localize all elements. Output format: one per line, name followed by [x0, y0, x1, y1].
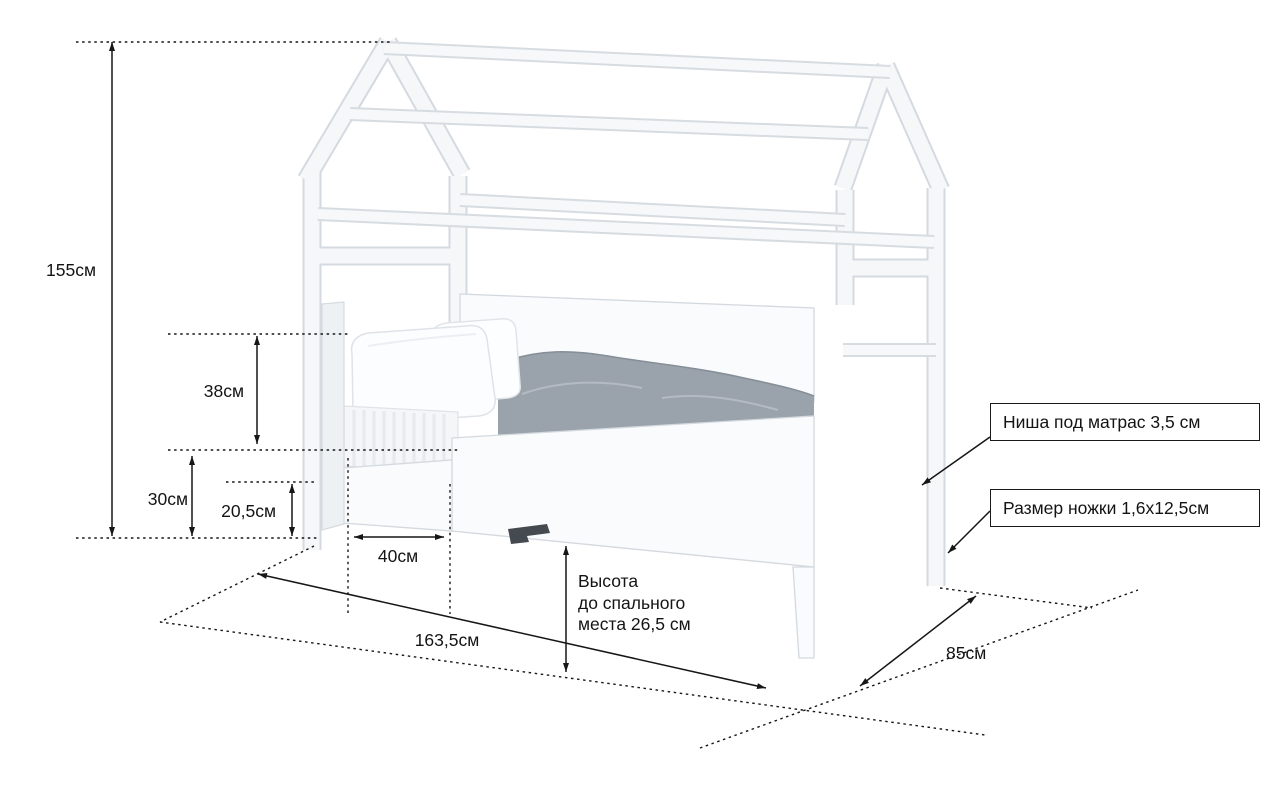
entry-low-rail [341, 459, 453, 532]
sleep-height-note-line3: места 26,5 см [578, 614, 691, 635]
front-right-leg [792, 566, 815, 659]
dimension-entry-width-label: 40см [377, 546, 419, 566]
callout-arrow-mattress-niche [921, 436, 991, 486]
bed-illustration [297, 37, 950, 659]
dimension-line-163-5 [257, 573, 767, 689]
callout-mattress-niche-box: Ниша под матрас 3,5 см [990, 403, 1260, 441]
bed-frame [297, 37, 950, 586]
callout-arrow-leg-size [947, 510, 991, 554]
pillow [350, 317, 521, 424]
dimension-lines [109, 42, 991, 689]
left-end-face [321, 301, 345, 531]
sleep-height-note-line2: до спального [578, 592, 686, 613]
dimension-rail-height-label: 38см [203, 381, 244, 401]
sleep-height-note: Высота до спального места 26,5 см [578, 571, 754, 636]
panel-bracket [508, 524, 550, 544]
dimension-line-85 [859, 595, 977, 687]
dimension-panel-bottom-label: 20,5см [221, 501, 276, 521]
dimension-depth-label: 85см [946, 643, 987, 663]
callout-leg-size-box: Размер ножки 1,6х12,5см [990, 489, 1260, 527]
dimension-base-height-label: 30см [147, 489, 188, 509]
callout-leg-size-text: Размер ножки 1,6х12,5см [1003, 497, 1210, 518]
dimension-total-height-label: 155см [46, 260, 96, 280]
front-safety-panel [451, 415, 815, 568]
dimension-length-label: 163,5см [414, 630, 480, 650]
callout-mattress-niche-text: Ниша под матрас 3,5 см [1003, 411, 1201, 432]
sleep-height-note-line1: Высота [578, 571, 639, 591]
